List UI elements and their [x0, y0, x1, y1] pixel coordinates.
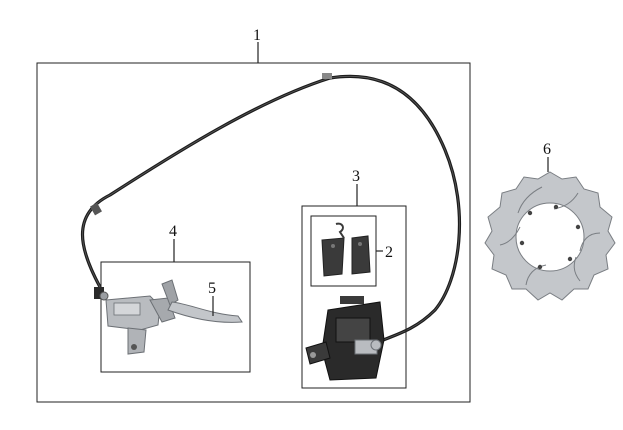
callout-5-label: 5	[208, 280, 216, 297]
master-cylinder-frame	[100, 261, 251, 373]
brake-caliper	[305, 296, 385, 381]
brake-pads	[321, 222, 371, 277]
brake-disc	[484, 171, 616, 301]
assembly-frame	[36, 62, 471, 403]
master-cylinder	[94, 287, 176, 355]
callout-2-label: 2	[385, 244, 393, 261]
brake-lever	[161, 279, 243, 323]
callout-4-label: 4	[169, 223, 177, 240]
callout-1-label: 1	[253, 27, 261, 44]
callout-3-label: 3	[352, 168, 360, 185]
brake-hose	[80, 73, 462, 344]
callout-6-label: 6	[543, 141, 551, 158]
caliper-frame	[301, 205, 407, 389]
